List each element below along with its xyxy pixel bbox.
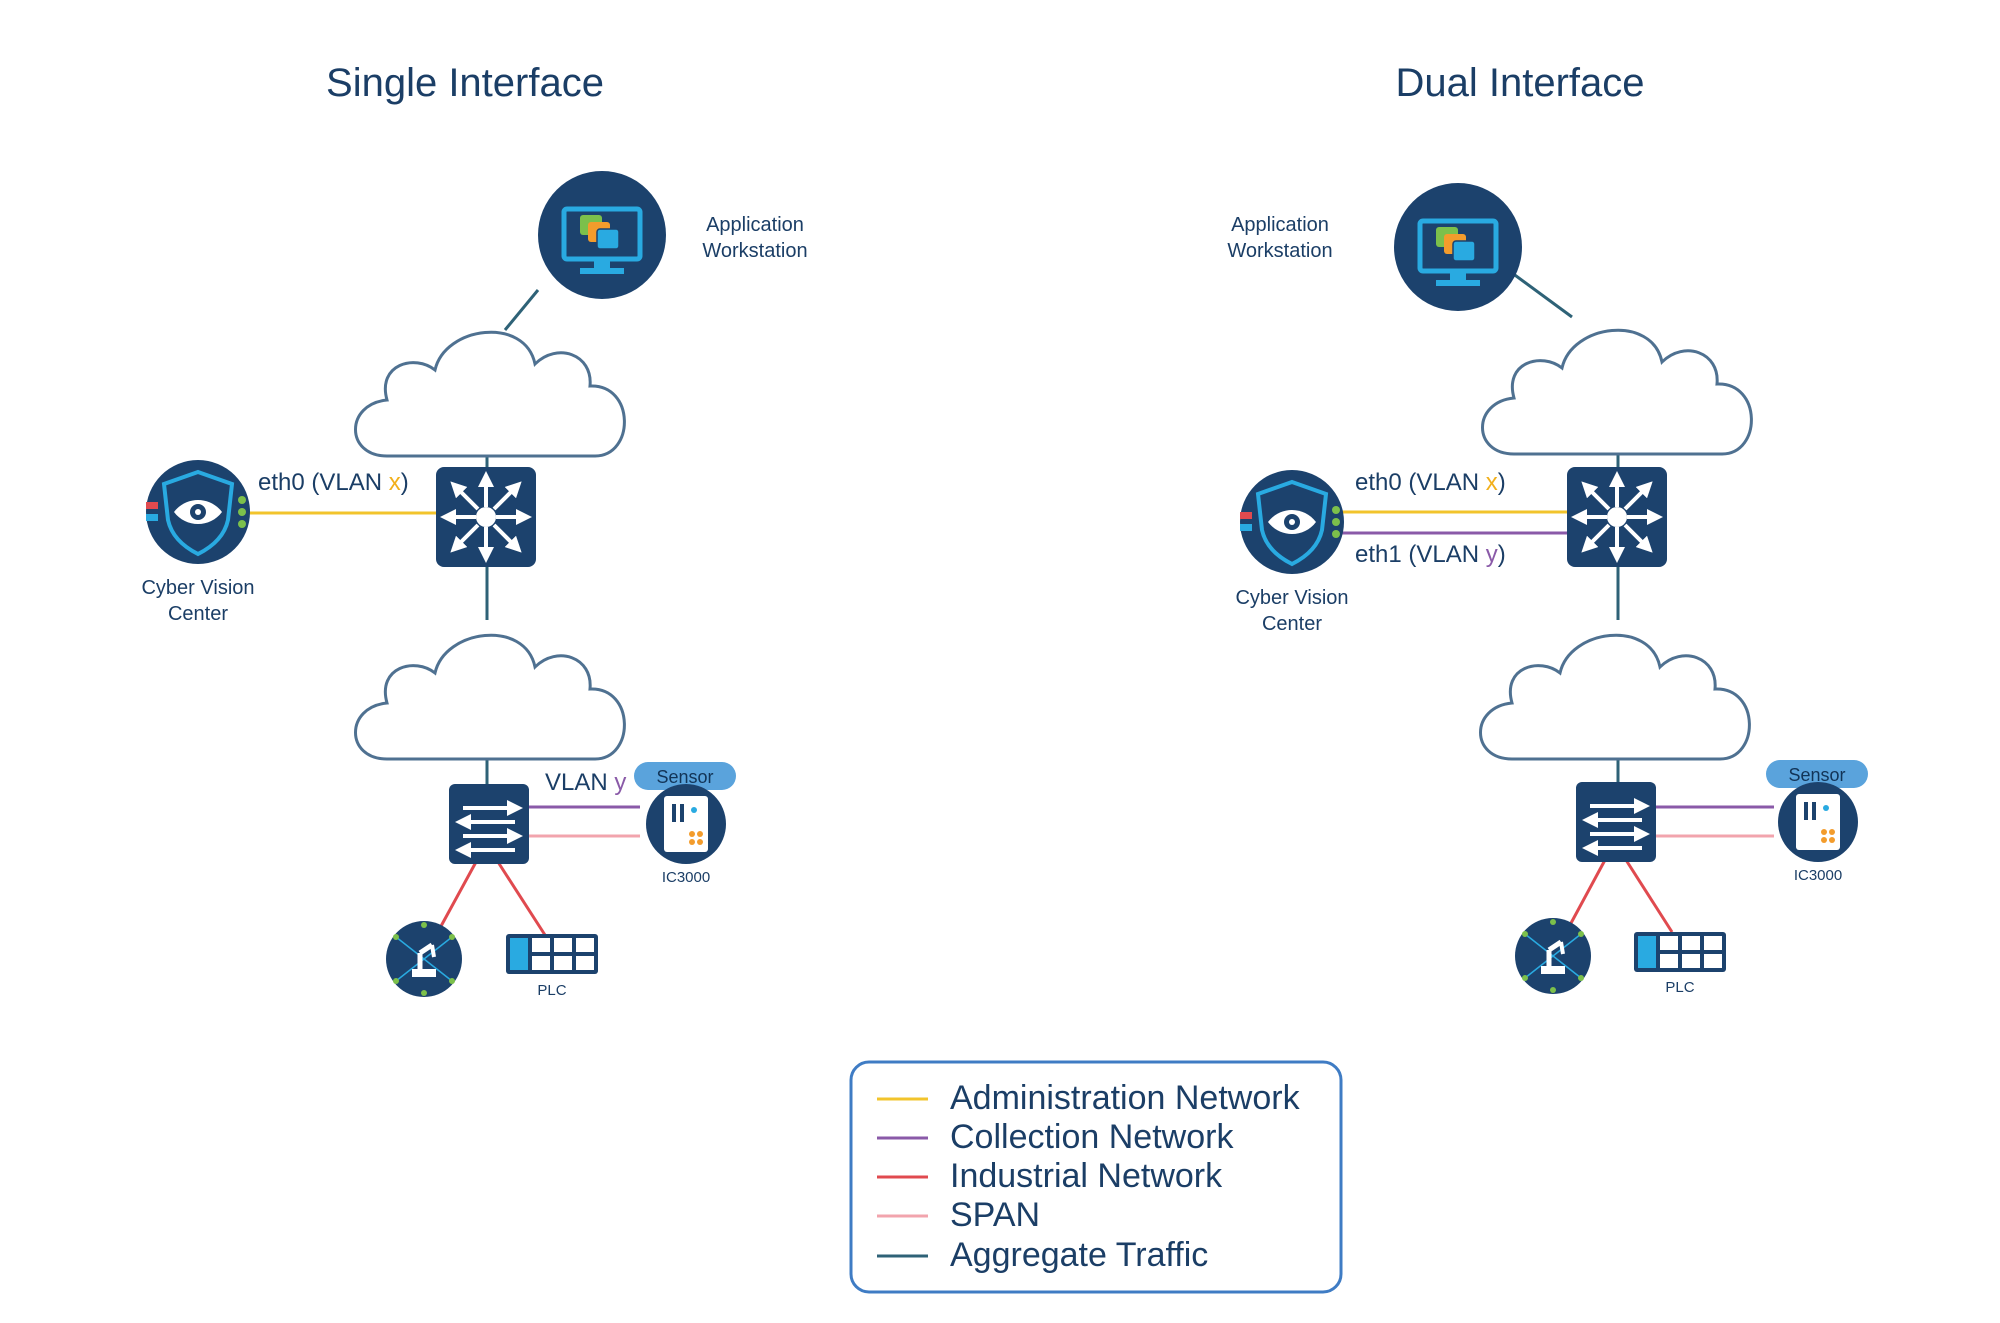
dual-sensor-badge bbox=[1766, 760, 1868, 788]
single-sensor-badge bbox=[634, 762, 736, 790]
dual-top-cloud bbox=[1481, 328, 1753, 456]
single-center-label-2: Center bbox=[168, 603, 228, 625]
dual-workstation-label-1: Application bbox=[1231, 214, 1329, 236]
single-vlan-label: VLAN y bbox=[545, 769, 626, 796]
single-workstation-icon bbox=[538, 171, 666, 299]
dual-core-switch-icon bbox=[1567, 467, 1667, 567]
dual-access-switch-icon bbox=[1576, 782, 1656, 862]
dual-plc-label: PLC bbox=[1665, 979, 1694, 996]
dual-plc-icon bbox=[1634, 932, 1726, 972]
dual-workstation-label-2: Workstation bbox=[1227, 240, 1332, 262]
single-bottom-cloud bbox=[354, 633, 626, 761]
single-workstation-label-1: Application bbox=[706, 214, 804, 236]
legend-item: Collection Network bbox=[877, 1118, 1234, 1156]
dual-sensor-badge-text: Sensor bbox=[1788, 765, 1845, 785]
dual-bottom-cloud bbox=[1479, 633, 1751, 761]
single-sensor-model: IC3000 bbox=[662, 869, 710, 886]
dual-center-label-2: Center bbox=[1262, 613, 1322, 635]
legend-item: Administration Network bbox=[877, 1079, 1301, 1117]
legend: Administration Network Collection Networ… bbox=[849, 1060, 1343, 1294]
single-workstation-label-2: Workstation bbox=[702, 240, 807, 262]
dual-robot-icon bbox=[1515, 918, 1591, 994]
dual-cyber-vision-center-icon bbox=[1240, 470, 1344, 574]
dual-eth1-label: eth1 (VLAN y) bbox=[1355, 541, 1506, 568]
legend-label-administration: Administration Network bbox=[950, 1079, 1301, 1117]
dual-title: Dual Interface bbox=[1395, 61, 1644, 105]
dual-robot-industrial-line bbox=[1568, 859, 1607, 926]
dual-center-label-1: Cyber Vision bbox=[1235, 587, 1348, 609]
single-interface-panel: Single Interface Application Workstation bbox=[141, 61, 807, 999]
dual-plc-industrial-line bbox=[1624, 859, 1674, 933]
legend-label-industrial: Industrial Network bbox=[950, 1157, 1223, 1195]
legend-box bbox=[849, 1060, 1343, 1294]
single-access-switch-icon bbox=[449, 784, 529, 864]
single-cyber-vision-center-icon bbox=[146, 460, 250, 564]
dual-interface-panel: Dual Interface Application Workstation bbox=[1227, 61, 1868, 996]
dual-workstation-icon bbox=[1394, 183, 1522, 311]
legend-label-span: SPAN bbox=[950, 1196, 1040, 1234]
single-plc-icon bbox=[506, 934, 598, 974]
dual-eth0-label: eth0 (VLAN x) bbox=[1355, 469, 1506, 496]
legend-item: SPAN bbox=[877, 1196, 1040, 1234]
legend-label-collection: Collection Network bbox=[950, 1118, 1234, 1156]
dual-sensor-model: IC3000 bbox=[1794, 867, 1842, 884]
single-sensor-badge-text: Sensor bbox=[656, 767, 713, 787]
single-core-switch-icon bbox=[436, 467, 536, 567]
legend-item: Aggregate Traffic bbox=[877, 1236, 1208, 1274]
single-robot-industrial-line bbox=[438, 861, 478, 929]
single-top-cloud bbox=[354, 330, 626, 458]
single-plc-industrial-line bbox=[496, 861, 547, 936]
single-plc-label: PLC bbox=[537, 982, 566, 999]
single-center-label-1: Cyber Vision bbox=[141, 577, 254, 599]
dual-ic3000-sensor-icon bbox=[1778, 782, 1858, 862]
single-title: Single Interface bbox=[326, 61, 604, 105]
legend-label-aggregate: Aggregate Traffic bbox=[950, 1236, 1208, 1274]
single-eth0-label: eth0 (VLAN x) bbox=[258, 469, 409, 496]
legend-item: Industrial Network bbox=[877, 1157, 1223, 1195]
single-workstation-link bbox=[503, 289, 540, 331]
dual-workstation-link bbox=[1507, 268, 1573, 319]
single-ic3000-sensor-icon bbox=[646, 784, 726, 864]
single-robot-icon bbox=[386, 921, 462, 997]
